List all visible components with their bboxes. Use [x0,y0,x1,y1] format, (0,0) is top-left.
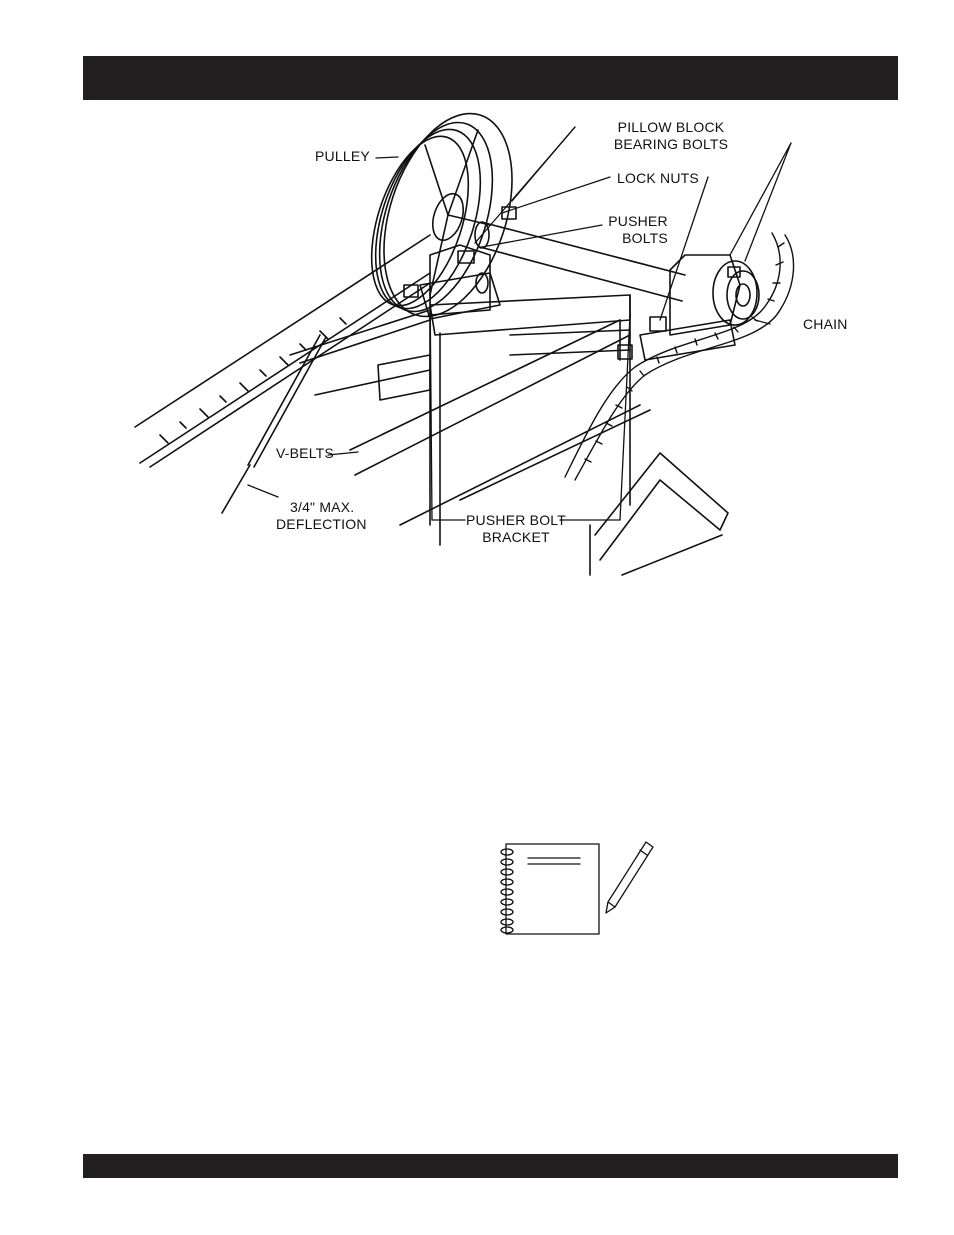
label-pusher-bracket-line2: BRACKET [452,529,580,546]
label-v-belts: V-BELTS [276,445,334,462]
pulley-chain-assembly-figure: PULLEY PILLOW BLOCK BEARING BOLTS LOCK N… [130,105,870,600]
label-deflection-line1: 3/4" MAX. [290,499,354,516]
frame-drawing [315,295,650,545]
label-pusher-bracket-line1: PUSHER BOLT [452,512,580,529]
label-deflection-line2: DEFLECTION [276,516,367,533]
label-chain: CHAIN [803,316,848,333]
label-pillow-block-line2: BEARING BOLTS [606,136,736,153]
label-pulley: PULLEY [315,148,370,165]
notebook-pencil-icon [498,838,663,940]
label-pillow-block-line1: PILLOW BLOCK [606,119,736,136]
notes-section [498,838,663,940]
label-pusher-bolts-line1: PUSHER [598,213,678,230]
footer-bar [83,1154,898,1178]
label-pusher-bolts-line2: BOLTS [610,230,680,247]
bracket-drawing [590,453,728,575]
label-lock-nuts: LOCK NUTS [617,170,699,187]
header-bar [83,56,898,100]
chain-drawing [565,233,794,480]
right-pillow-block-drawing [618,255,759,360]
